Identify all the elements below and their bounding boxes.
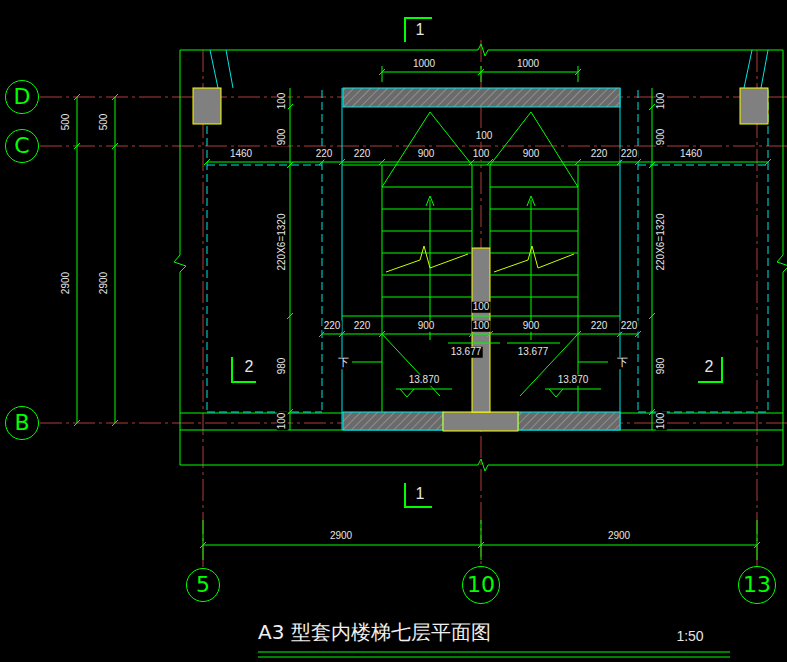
- dimension-text: 220: [620, 149, 639, 160]
- wall-outline: [174, 44, 787, 471]
- axis-label: 13: [743, 574, 771, 596]
- elevation-text: 13.677: [517, 347, 550, 358]
- dimension-text: 100: [277, 412, 288, 431]
- elevation-text: 13.870: [557, 375, 590, 386]
- axis-bubble: B: [5, 406, 39, 440]
- axis-label: 10: [467, 574, 495, 596]
- dimension-text: 980: [656, 357, 667, 376]
- dimension-text: 2900: [61, 271, 72, 295]
- dimension-text: 220: [353, 321, 372, 332]
- dimension-text: 900: [417, 321, 436, 332]
- dimension-text: 1460: [679, 149, 703, 160]
- dimension-text: 900: [417, 149, 436, 160]
- axis-bubble: 13: [738, 566, 776, 604]
- hidden-wall: [207, 90, 768, 412]
- dimension-text: 1000: [412, 59, 436, 70]
- dimension-text: 220X6=1320: [656, 212, 667, 271]
- dimension-text: 2900: [607, 531, 631, 542]
- dimension-text: 1460: [229, 149, 253, 160]
- section-mark: [232, 18, 722, 507]
- elevation-mark: [396, 343, 601, 397]
- drawing-title: A3 型套内楼梯七层平面图: [258, 621, 491, 643]
- axis-label: D: [14, 86, 31, 108]
- dimension-text: 980: [277, 357, 288, 376]
- dimension-text: 100: [472, 149, 491, 160]
- dimension-text: 100: [472, 302, 491, 313]
- elevation-text: 13.870: [408, 375, 441, 386]
- axis-label: 5: [196, 574, 210, 596]
- dimension-text: 900: [522, 149, 541, 160]
- dimension-text: 220: [323, 321, 342, 332]
- dimension-text: 500: [61, 113, 72, 132]
- dimension-text: 100: [475, 131, 494, 142]
- dimension-text: 100: [472, 321, 491, 332]
- stairwell-wall: [210, 50, 768, 430]
- dimension-text: 100: [656, 92, 667, 111]
- stair-treads: [342, 112, 620, 412]
- axis-bubble: 5: [186, 568, 220, 602]
- dimension-text: 900: [522, 321, 541, 332]
- dimension-text: 220: [590, 321, 609, 332]
- hatched-slab: [343, 88, 620, 107]
- dimension-text: 220: [315, 149, 334, 160]
- dimension-text: 1000: [516, 59, 540, 70]
- dimension-text: 100: [277, 92, 288, 111]
- dimension-line: [74, 66, 771, 560]
- dimension-text: 100: [656, 412, 667, 431]
- dimension-text: 900: [277, 128, 288, 147]
- axis-label: B: [14, 412, 29, 434]
- direction-note: 下: [616, 357, 629, 369]
- dimension-text: 2900: [99, 271, 110, 295]
- dimension-text: 220X6=1320: [277, 212, 288, 271]
- hatched-slab: [518, 412, 620, 430]
- dimension-text: 220: [353, 149, 372, 160]
- column: [740, 88, 768, 124]
- dimension-text: 220: [590, 149, 609, 160]
- column: [193, 88, 221, 124]
- dimension-text: 900: [656, 128, 667, 147]
- beam: [443, 412, 518, 431]
- section-number: 1: [415, 22, 426, 39]
- section-number: 1: [415, 486, 426, 503]
- dimension-text: 220: [620, 321, 639, 332]
- scale-text: 1:50: [675, 629, 704, 644]
- axis-bubble: 10: [462, 566, 500, 604]
- dimension-text: 500: [99, 113, 110, 132]
- direction-note: 下: [337, 357, 350, 369]
- title-underline: [258, 652, 730, 657]
- section-number: 2: [704, 359, 715, 376]
- hatched-slab: [343, 412, 443, 430]
- axis-bubble: C: [5, 129, 39, 163]
- axis-bubble: D: [5, 80, 39, 114]
- axis-line: [40, 40, 787, 568]
- dimension-text: 2900: [329, 531, 353, 542]
- section-number: 2: [244, 359, 255, 376]
- stair-wall: [472, 248, 490, 412]
- elevation-text: 13.677: [450, 347, 483, 358]
- axis-label: C: [14, 135, 29, 157]
- break-line: [386, 246, 574, 272]
